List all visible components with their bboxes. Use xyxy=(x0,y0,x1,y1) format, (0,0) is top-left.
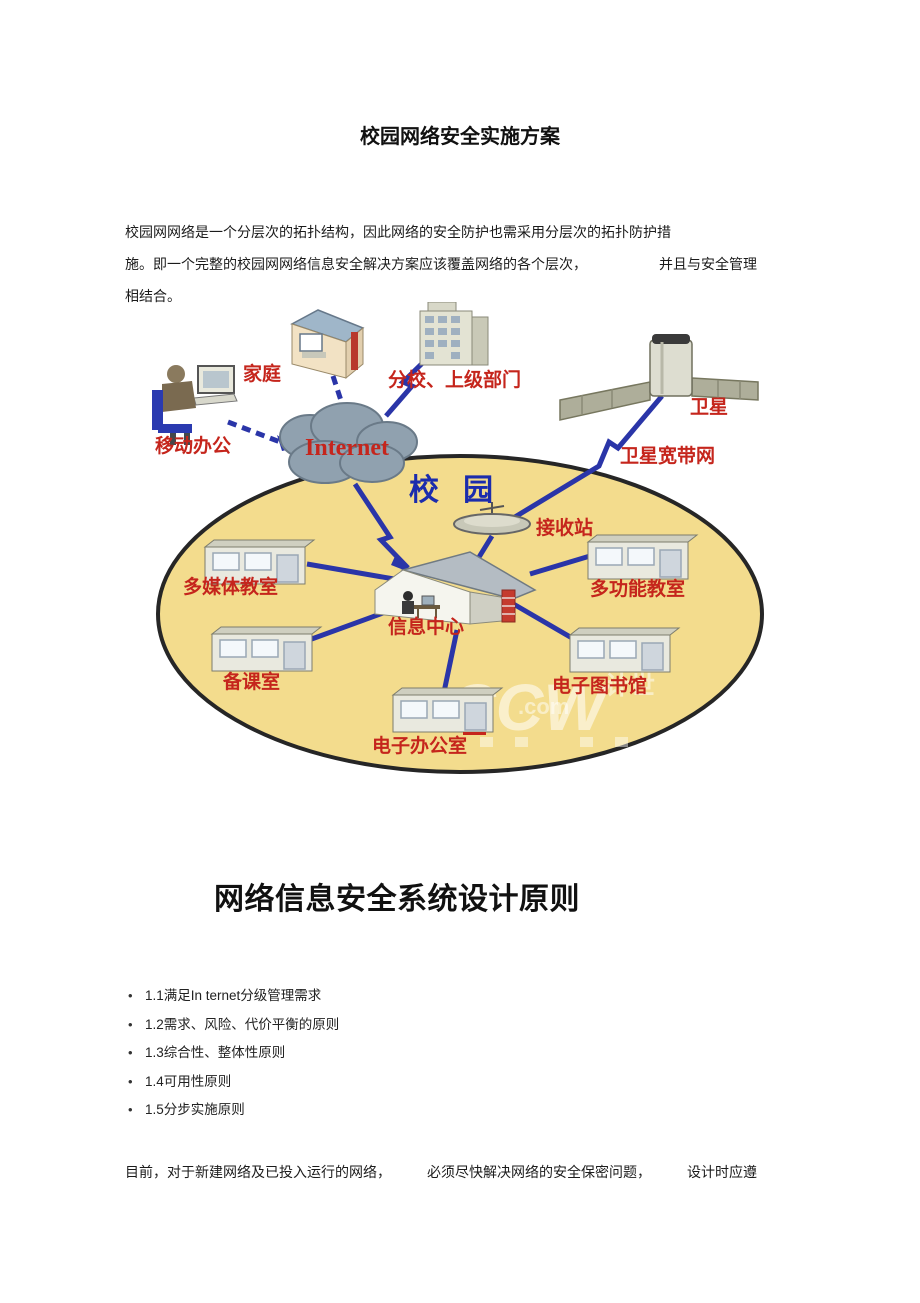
e-office-label: 电子办公室 xyxy=(372,734,467,757)
multifunction-label: 多功能教室 xyxy=(590,577,685,600)
bullet-icon: • xyxy=(128,1073,133,1089)
watermark-suffix: .com xyxy=(518,694,569,719)
closing-seg-1: 目前，对于新建网络及已投入运行的网络， xyxy=(125,1164,391,1180)
info-center-label: 信息中心 xyxy=(388,615,464,638)
intro-line-2-right: 并且与安全管理 xyxy=(659,256,757,272)
list-item-text: 1.1满足In ternet分级管理需求 xyxy=(145,988,322,1003)
prep-room-label: 备课室 xyxy=(222,670,280,693)
bullet-icon: • xyxy=(128,1016,133,1032)
e-library-label: 电子图书馆 xyxy=(552,674,647,697)
list-item: • 1.3综合性、整体性原则 xyxy=(128,1041,628,1070)
satellite-network-label: 卫星宽带网 xyxy=(620,444,715,467)
mobile-office-label: 移动办公 xyxy=(155,434,231,457)
internet-cloud-icon xyxy=(279,402,418,484)
satellite-icon xyxy=(559,334,759,421)
bullet-icon: • xyxy=(128,988,133,1003)
page-title: 校园网络安全实施方案 xyxy=(360,126,560,148)
watermark-dots xyxy=(480,737,628,747)
receiver-label: 接收站 xyxy=(536,516,593,539)
intro-line-3: 相结合。 xyxy=(125,288,181,304)
link-internet-campus xyxy=(352,482,410,570)
multifunction-classroom-icon xyxy=(587,534,698,580)
link-infocenter-office xyxy=(441,629,460,693)
closing-paragraph: 目前，对于新建网络及已投入运行的网络， 必须尽快解决网络的安全保密问题， 设计时… xyxy=(125,1162,757,1182)
list-item: • 1.5分步实施原则 xyxy=(128,1098,628,1127)
campus-label: 校 园 xyxy=(409,473,501,507)
home-label: 家庭 xyxy=(243,362,281,385)
list-item: • 1.1满足In ternet分级管理需求 xyxy=(128,984,628,1013)
list-item: • 1.2需求、风险、代价平衡的原则 xyxy=(128,1013,628,1042)
person-at-computer-icon xyxy=(152,365,238,445)
list-item-text: 1.4可用性原则 xyxy=(145,1073,232,1089)
e-office-doorstep xyxy=(463,732,486,735)
satellite-label: 卫星 xyxy=(690,396,728,418)
list-item-text: 1.5分步实施原则 xyxy=(145,1102,245,1117)
e-library-icon xyxy=(569,627,680,673)
list-item-text: 1.2需求、风险、代价平衡的原则 xyxy=(145,1016,340,1032)
link-infocenter-multifunction xyxy=(529,553,591,577)
intro-line-2-left: 施。即一个完整的校园网网络信息安全解决方案应该覆盖网络的各个层次， xyxy=(125,256,587,272)
principles-list: • 1.1满足In ternet分级管理需求 • 1.2需求、风险、代价平衡的原… xyxy=(128,984,628,1127)
section-heading: 网络信息安全系统设计原则 xyxy=(214,883,580,916)
list-item-text: 1.3综合性、整体性原则 xyxy=(145,1045,286,1060)
branch-label: 分校、上级部门 xyxy=(388,368,521,391)
multimedia-label: 多媒体教室 xyxy=(183,575,278,598)
link-satellite-receiver xyxy=(508,394,664,523)
closing-seg-2: 必须尽快解决网络的安全保密问题， xyxy=(427,1164,651,1180)
prep-room-icon xyxy=(211,626,322,672)
internet-label: Internet xyxy=(305,435,389,461)
receiver-dish-icon xyxy=(453,502,531,535)
network-topology-diagram: CCW .com 计世 xyxy=(150,302,770,774)
link-infocenter-multimedia xyxy=(306,561,401,583)
info-center-house-icon xyxy=(374,551,537,625)
link-mobile-internet xyxy=(227,419,289,448)
bullet-icon: • xyxy=(128,1102,133,1117)
intro-line-1: 校园网网络是一个分层次的拓扑结构，因此网络的安全防护也需采用分层次的拓扑防护措 xyxy=(125,224,671,240)
e-office-icon xyxy=(392,687,503,733)
closing-seg-3: 设计时应遵 xyxy=(687,1164,757,1180)
bullet-icon: • xyxy=(128,1045,133,1060)
home-house-icon xyxy=(290,309,365,380)
watermark-cn: 计世 xyxy=(605,672,655,700)
list-item: • 1.4可用性原则 xyxy=(128,1070,628,1099)
branch-building-icon xyxy=(419,302,489,366)
intro-paragraph: 校园网网络是一个分层次的拓扑结构，因此网络的安全防护也需采用分层次的拓扑防护措 … xyxy=(125,216,757,312)
intro-line-2: 施。即一个完整的校园网网络信息安全解决方案应该覆盖网络的各个层次， 并且与安全管… xyxy=(125,248,757,280)
